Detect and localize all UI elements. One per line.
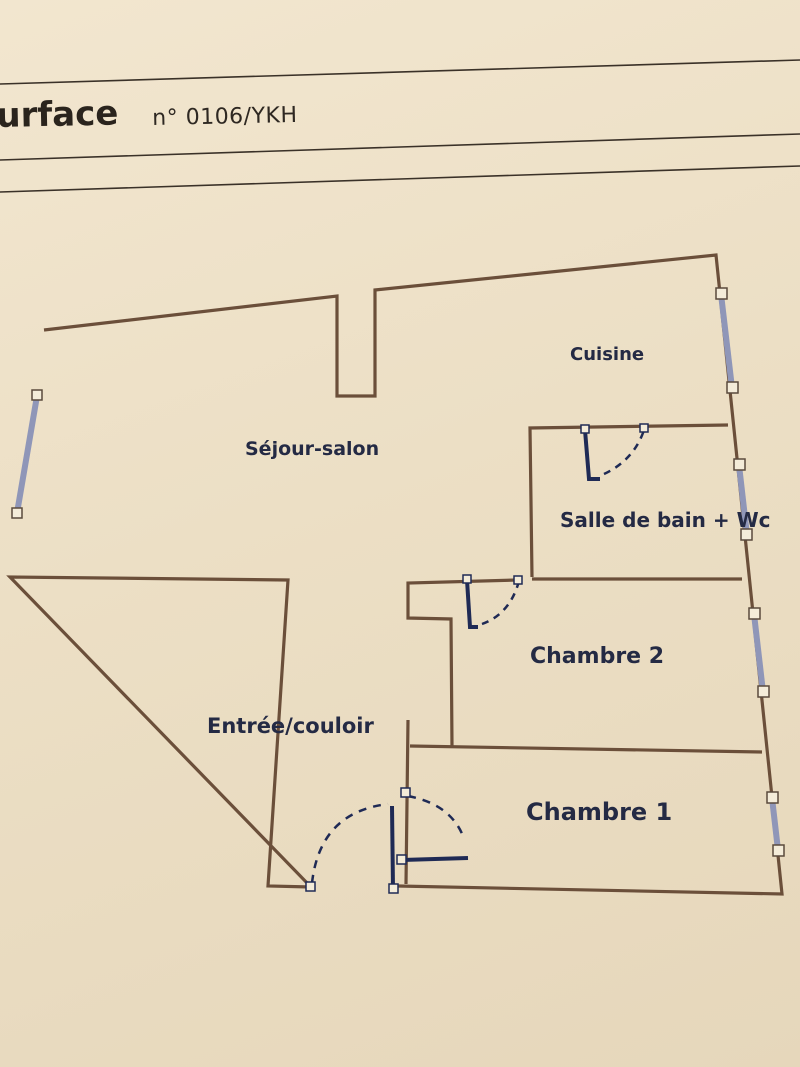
window-handle [757,685,770,698]
walls [6,253,784,896]
window-handle [766,791,779,804]
windows [11,287,785,857]
door-hinge [396,854,407,865]
outer-wall [6,253,784,896]
room-label-chambre-2: Chambre 2 [530,644,665,669]
room-label-chambre-1: Chambre 1 [526,798,673,826]
bedroom2-door-leaf [465,579,478,629]
window-handle [31,389,43,401]
window-handle [748,607,761,620]
bedroom1-door-leaf [401,856,469,862]
window-bedroom1 [769,797,781,851]
room-label-sejour: Séjour-salon [245,438,380,460]
window-handle [715,287,728,300]
door-hinge [388,883,399,894]
room-label-cuisine: Cuisine [570,344,645,365]
bedroom1-door-swing [407,794,465,837]
window-bathroom [736,464,750,536]
bathroom-door-leaf [583,429,600,481]
door-hinge [580,424,590,434]
bathroom-door-swing [603,429,646,476]
window-bedroom2 [751,613,766,693]
window-handle [772,844,785,857]
bedroom2-door-swing [481,580,521,626]
window-handle [733,458,746,471]
window-handle [726,381,739,394]
bathroom-wall [528,423,742,581]
window-left [14,395,40,514]
door-hinge [513,575,523,585]
room-label-salle-de-bain: Salle de bain + Wc [560,508,771,532]
door-hinge [639,423,649,433]
door-hinge [400,787,411,798]
window-kitchen [718,293,735,389]
window-handle [740,528,753,541]
door-hinge [462,574,472,584]
room-label-entree: Entrée/couloir [207,714,374,738]
doors [305,423,649,894]
entrance-door-swing [310,802,389,884]
bedroom2-wall [406,578,518,747]
door-hinge [305,881,316,892]
entrance-door-leaf [390,805,395,890]
window-handle [11,507,23,519]
